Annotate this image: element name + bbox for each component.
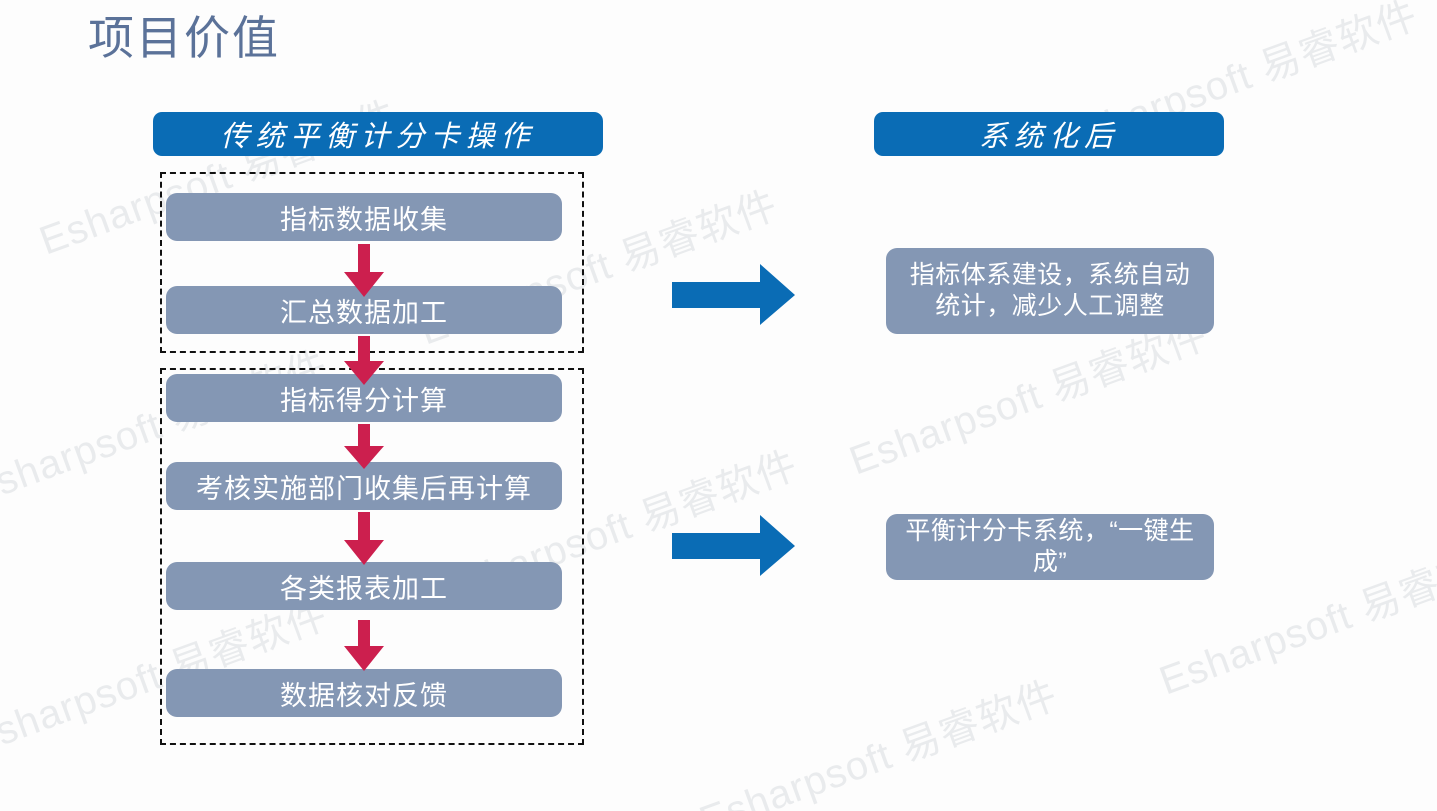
process-step-card[interactable]: 考核实施部门收集后再计算 <box>166 462 562 510</box>
arrow-down-icon <box>340 244 388 298</box>
outcome-card[interactable]: 指标体系建设，系统自动统计，减少人工调整 <box>886 248 1214 334</box>
outcome-card[interactable]: 平衡计分卡系统，“一键生成” <box>886 514 1214 580</box>
watermark: Esharpsoft 易睿软件 <box>693 673 1064 811</box>
process-step-card[interactable]: 数据核对反馈 <box>166 669 562 717</box>
right-column-header: 系统化后 <box>874 112 1224 156</box>
arrow-right-icon <box>672 515 796 577</box>
arrow-down-icon <box>340 512 388 566</box>
process-group-1 <box>160 172 584 353</box>
left-column-header: 传统平衡计分卡操作 <box>153 112 603 156</box>
page-title: 项目价值 <box>88 12 280 64</box>
arrow-down-icon <box>340 620 388 672</box>
arrow-down-icon <box>340 424 388 470</box>
arrow-right-icon <box>672 264 796 326</box>
process-step-card[interactable]: 指标数据收集 <box>166 193 562 241</box>
process-step-card[interactable]: 各类报表加工 <box>166 562 562 610</box>
arrow-down-icon <box>340 336 388 386</box>
